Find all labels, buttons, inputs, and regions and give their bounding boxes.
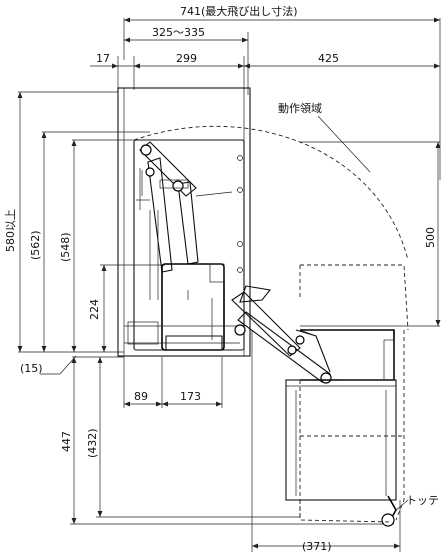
height-432-label: (432) — [86, 428, 99, 458]
height-447-label: 447 — [60, 431, 73, 452]
range-label: 325～335 — [152, 26, 205, 39]
dimension-total-width: 741(最大飛び出し寸法) — [123, 4, 441, 180]
height-562-label: (562) — [29, 230, 42, 260]
width-173-label: 173 — [180, 390, 201, 403]
motion-area-annotation: 動作領域 — [278, 101, 371, 173]
dimension-500: 500 — [300, 141, 441, 327]
width-371-label: (371) — [302, 540, 332, 553]
handle-label: トッテ — [406, 494, 439, 507]
width-17-label: 17 — [96, 52, 110, 65]
extended-arm — [231, 285, 332, 384]
height-500-label: 500 — [424, 227, 437, 248]
motion-area-label: 動作領域 — [278, 101, 322, 115]
dimension-lower-heights: 447 (432) — [60, 357, 394, 525]
stowed-basket — [124, 263, 246, 351]
offset-15-label: (15) — [20, 362, 43, 375]
dimension-bottom-widths: 89 173 — [123, 357, 223, 408]
total-width-label: 741(最大飛び出し寸法) — [180, 4, 298, 18]
height-548-label: (548) — [59, 232, 72, 262]
handle-annotation: トッテ — [393, 494, 439, 513]
height-224-label: 224 — [88, 299, 101, 320]
dimension-left-heights: 580以上 (562) (548) 224 (15) — [4, 91, 165, 375]
dimension-row-widths: 17 299 425 — [90, 52, 440, 90]
extended-basket — [285, 329, 397, 527]
width-425-label: 425 — [318, 52, 339, 65]
stowed-mechanism — [139, 141, 233, 300]
dimension-range: 325～335 — [124, 26, 249, 95]
motion-envelope — [133, 125, 409, 523]
width-89-label: 89 — [134, 390, 148, 403]
width-299-label: 299 — [176, 52, 197, 65]
height-580-label: 580以上 — [4, 209, 17, 252]
dimension-371: (371) — [251, 330, 401, 553]
